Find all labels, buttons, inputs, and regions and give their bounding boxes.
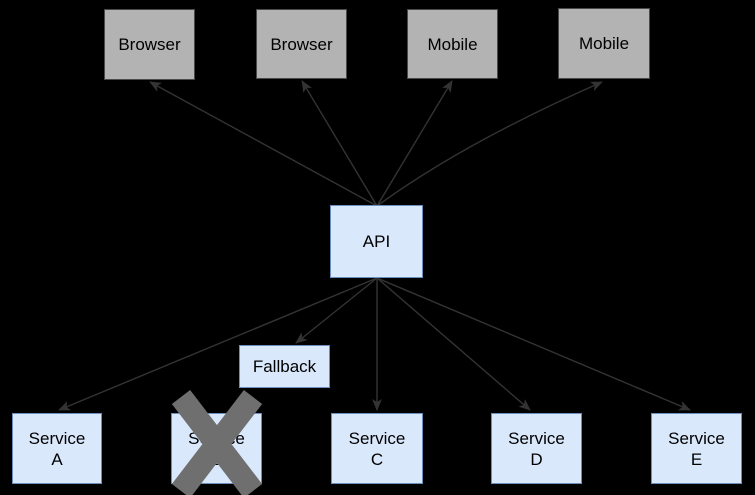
node-service-e: Service E: [651, 413, 742, 484]
node-label: Service: [188, 428, 245, 448]
node-label: E: [690, 449, 703, 469]
edge-api-to-mobile2: [376, 81, 603, 207]
node-label: A: [51, 449, 63, 469]
node-label: Service: [668, 428, 725, 448]
node-label: B: [210, 449, 223, 469]
node-label: Service: [28, 428, 86, 448]
edge-api-to-mobile1: [376, 80, 453, 207]
node-service-b: Service B: [171, 413, 262, 484]
node-label: Service: [508, 428, 565, 448]
node-service-c: Service C: [331, 413, 423, 484]
node-label: Fallback: [252, 357, 317, 376]
edge-api-to-browser1: [149, 81, 378, 207]
node-mobile-2: Mobile: [558, 8, 650, 79]
node-label: Browser: [118, 35, 181, 54]
edge-api-to-service-e: [376, 277, 691, 411]
node-label: API: [362, 232, 391, 251]
node-label: Browser: [270, 34, 333, 54]
edge-api-to-service-d: [376, 277, 531, 411]
node-api: API: [330, 205, 423, 278]
node-label: D: [530, 449, 543, 469]
node-browser-1: Browser: [104, 9, 195, 80]
node-browser-2: Browser: [256, 9, 347, 79]
node-label: Mobile: [427, 34, 478, 54]
edge-api-to-browser2: [301, 80, 378, 207]
node-service-d: Service D: [491, 413, 582, 484]
node-label: C: [370, 449, 384, 469]
edge-api-to-service-a: [58, 277, 378, 411]
node-mobile-1: Mobile: [407, 9, 498, 79]
edge-api-to-fallback: [295, 277, 378, 344]
node-fallback: Fallback: [239, 345, 330, 388]
node-label: Service: [348, 428, 406, 448]
node-label: Mobile: [578, 34, 630, 53]
node-service-a: Service A: [12, 413, 102, 484]
